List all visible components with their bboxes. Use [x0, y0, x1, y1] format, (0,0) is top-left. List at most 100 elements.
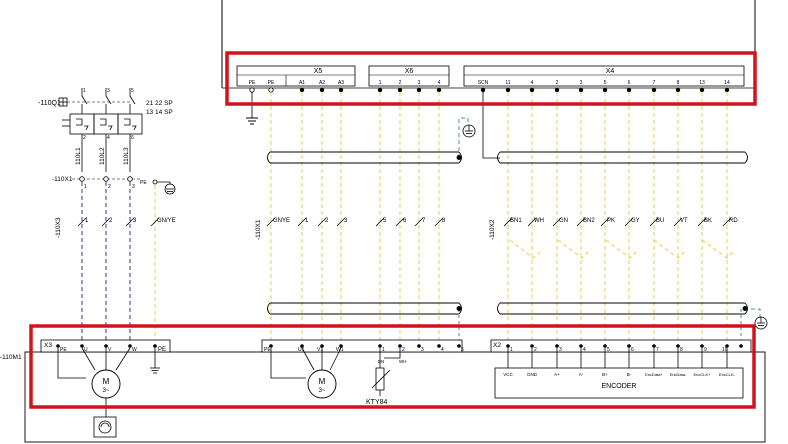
ground-icon — [164, 183, 176, 195]
terminal-label: -110X1 — [52, 176, 73, 183]
cable-110x3: -110X3 1 2 3 GN/YE — [55, 217, 176, 238]
cable-label: -110X1 — [255, 219, 262, 240]
cable-core: 1 — [85, 218, 89, 224]
encoder-pin: GND — [527, 372, 538, 377]
power-wires — [81, 182, 131, 345]
encoder-pin: VCC — [503, 372, 513, 377]
x2-pin: 3 — [559, 347, 562, 353]
cable-core: RD — [729, 218, 738, 224]
x4-pin: 4 — [531, 80, 534, 86]
cable-core: 2 — [325, 218, 329, 224]
cable-shield-top — [267, 151, 748, 164]
x1-pin: U1 — [298, 347, 305, 353]
thermistor-label: KTY84 — [366, 399, 388, 406]
cable-core: 7 — [422, 218, 426, 224]
wire-label: 110L1 — [75, 147, 82, 165]
x4-pin: 2 — [556, 80, 559, 86]
breaker-pin: 3 — [107, 88, 110, 94]
encoder-pin: A+ — [554, 372, 560, 377]
cable-core: VT — [680, 218, 688, 224]
encoder-pin: EncCLK+ — [693, 372, 711, 377]
cable-core: 2 — [109, 218, 113, 224]
x2-label: X2 — [493, 342, 501, 349]
x5-pin: A3 — [338, 80, 344, 86]
shield-connection — [482, 92, 500, 159]
aux-contact-label: 21 22 SP — [146, 100, 173, 107]
terminal-pin: 2 — [108, 184, 111, 190]
cable-core: BN2 — [583, 218, 595, 224]
encoder-block: VCC GND A+ A- B+ B- EncData+ EncData- En… — [494, 367, 744, 399]
cable-core: GN — [559, 218, 568, 224]
x6-header: X6 — [405, 68, 414, 75]
cable-core: 1 — [305, 218, 309, 224]
x2-pin: 1 — [510, 347, 513, 353]
encoder-pin: EncCLK- — [719, 372, 736, 377]
encoder-pin: EncData+ — [645, 372, 663, 377]
x4-pin: 6 — [628, 80, 631, 86]
wire-label: 110L2 — [99, 147, 106, 165]
breaker-pin: 6 — [131, 135, 134, 141]
terminal-110x1-left: -110X1 1 2 3 PE — [52, 176, 176, 195]
highlight-top-terminals — [225, 51, 757, 106]
terminal-pe: PE — [140, 180, 147, 186]
x3-pe: PE — [158, 347, 166, 353]
cable-core: BK — [704, 218, 712, 224]
x3-pin: U — [84, 347, 88, 353]
cable-core: BN1 — [510, 218, 522, 224]
x2-pin: 8 — [680, 347, 683, 353]
circuit-breaker: -110Q1 1 3 5 2 4 6 21 22 SP 13 14 SP 110… — [38, 88, 173, 172]
motor-symbol-text: M — [103, 377, 110, 386]
aux-contact-label: 13 14 SP — [146, 109, 173, 116]
x5-pin: PE — [249, 80, 256, 86]
encoder-label: ENCODER — [601, 383, 636, 390]
cable-core: WH — [534, 218, 544, 224]
cable-core: GNYE — [273, 218, 290, 224]
therm-pin: 2 — [402, 347, 405, 353]
x2-pin: 9 — [704, 347, 707, 353]
wire-label: 110L3 — [123, 147, 130, 165]
ground-icon — [246, 92, 258, 125]
x5-header: X5 — [314, 68, 323, 75]
x4-header: X4 — [606, 68, 615, 75]
cable-label: -110X3 — [55, 217, 62, 238]
breaker-pin: 1 — [83, 88, 86, 94]
highlight-motor-terminals — [29, 324, 756, 409]
terminal-strip-x5: X5 PE PE A1 A2 A3 — [236, 65, 356, 87]
x4-pin: 14 — [724, 80, 730, 86]
motor-terminal-x2: X2 1 2 3 4 5 6 7 8 9 10 — [490, 339, 752, 368]
x3-pin: W — [132, 347, 137, 353]
cable-core: 3 — [133, 218, 137, 224]
motor-symbol-sub: 3~ — [103, 388, 110, 394]
x3-pin: PE — [60, 347, 67, 353]
terminal-pin: 3 — [132, 184, 135, 190]
cable-core: GY — [631, 218, 640, 224]
x4-pin: 3 — [580, 80, 583, 86]
cable-core: 5 — [383, 218, 387, 224]
x6-pin: 1 — [379, 80, 382, 86]
x5-pin: A1 — [299, 80, 305, 86]
x4-pin: 13 — [699, 80, 705, 86]
breaker-pin: 4 — [107, 135, 110, 141]
encoder-pin: B+ — [602, 372, 608, 377]
encoder-pin: EncData- — [670, 372, 687, 377]
motor-terminal-x1: PE U1 V1 W1 1 2 3 4 5 BN WH — [261, 339, 464, 396]
x2-pin: 2 — [534, 347, 537, 353]
cable-core: PK — [607, 218, 615, 224]
cable-core: 6 — [403, 218, 407, 224]
terminal-pin: 1 — [84, 184, 87, 190]
motor-1: M 3~ — [91, 369, 121, 438]
x2-pin: 7 — [656, 347, 659, 353]
x6-pin: 2 — [399, 80, 402, 86]
x4-pin: 8 — [677, 80, 680, 86]
x3-pin: V — [108, 347, 112, 353]
motor-symbol-sub: 3~ — [319, 388, 326, 394]
ground-icon — [754, 316, 768, 330]
encoder-pin: A- — [579, 372, 584, 377]
x6-pin: 3 — [418, 80, 421, 86]
therm-sub: WH — [399, 359, 407, 364]
ground-icon — [462, 124, 476, 138]
therm-pin: 4 — [441, 347, 444, 353]
therm-pin: 1 — [382, 347, 385, 353]
